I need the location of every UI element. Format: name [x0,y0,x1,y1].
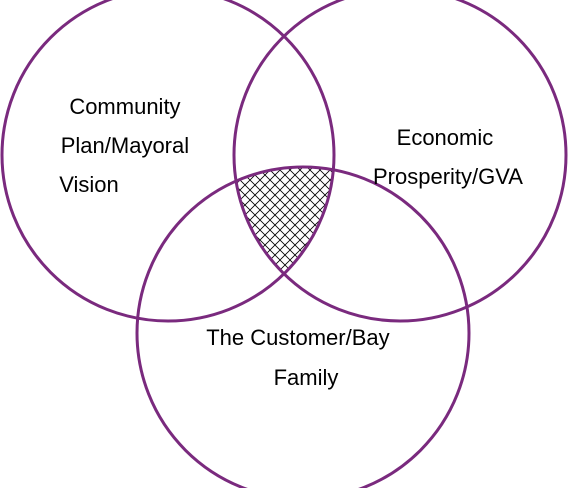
label-customer-line: Family [274,365,339,390]
label-community-line: Plan/Mayoral [61,133,189,158]
label-economic: Economic Prosperity/GVA [373,125,523,189]
set-circle-community [0,0,336,323]
label-economic-line: Economic [397,125,494,150]
label-customer: The Customer/Bay Family [206,325,396,390]
label-economic-line: Prosperity/GVA [373,164,523,189]
label-community: Community Plan/Mayoral Vision [59,94,195,197]
label-community-line: Community [69,94,180,119]
label-community-line: Vision [59,172,119,197]
label-customer-line: The Customer/Bay [206,325,389,350]
set-circle-economic [232,0,568,323]
set-circle-customer [135,165,471,488]
